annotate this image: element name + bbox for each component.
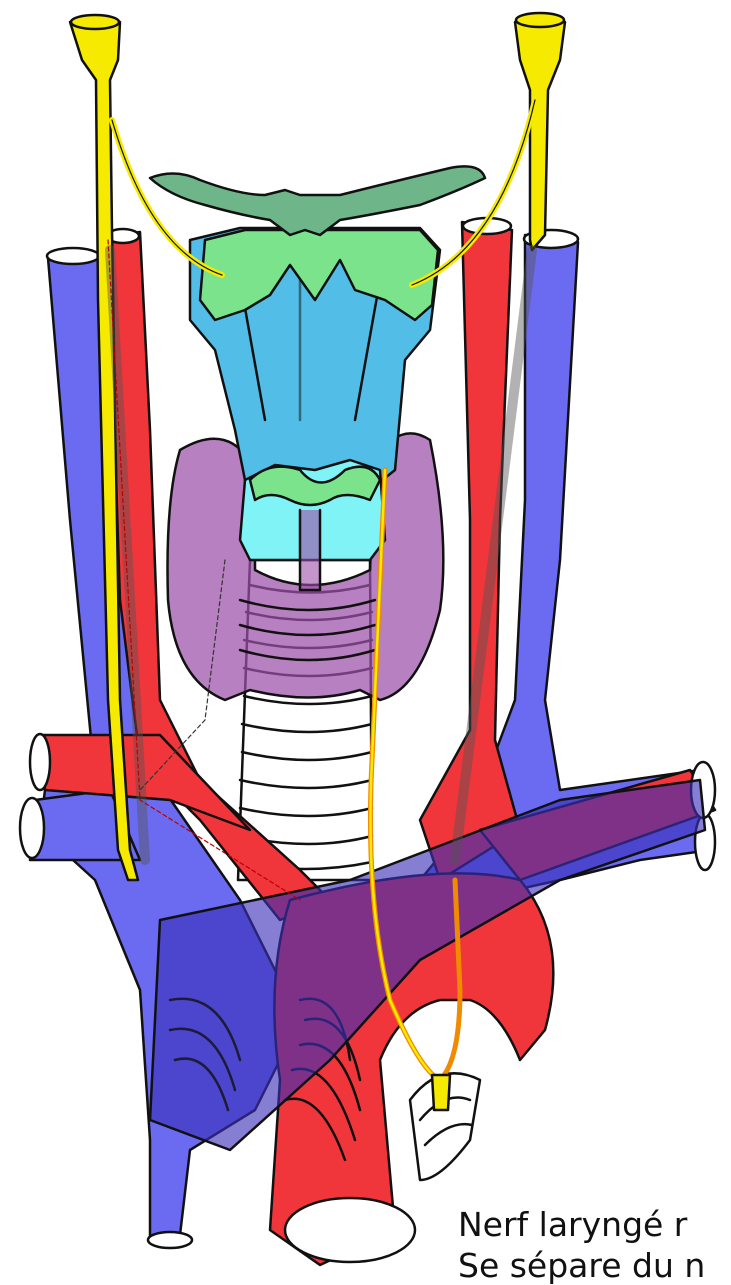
caption-line-1: Nerf laryngé r xyxy=(458,1205,687,1244)
nerve-branch-aorta xyxy=(432,1075,450,1110)
caption-line-2: Se sépare du n xyxy=(458,1246,705,1285)
hyoid-bone xyxy=(150,166,485,235)
